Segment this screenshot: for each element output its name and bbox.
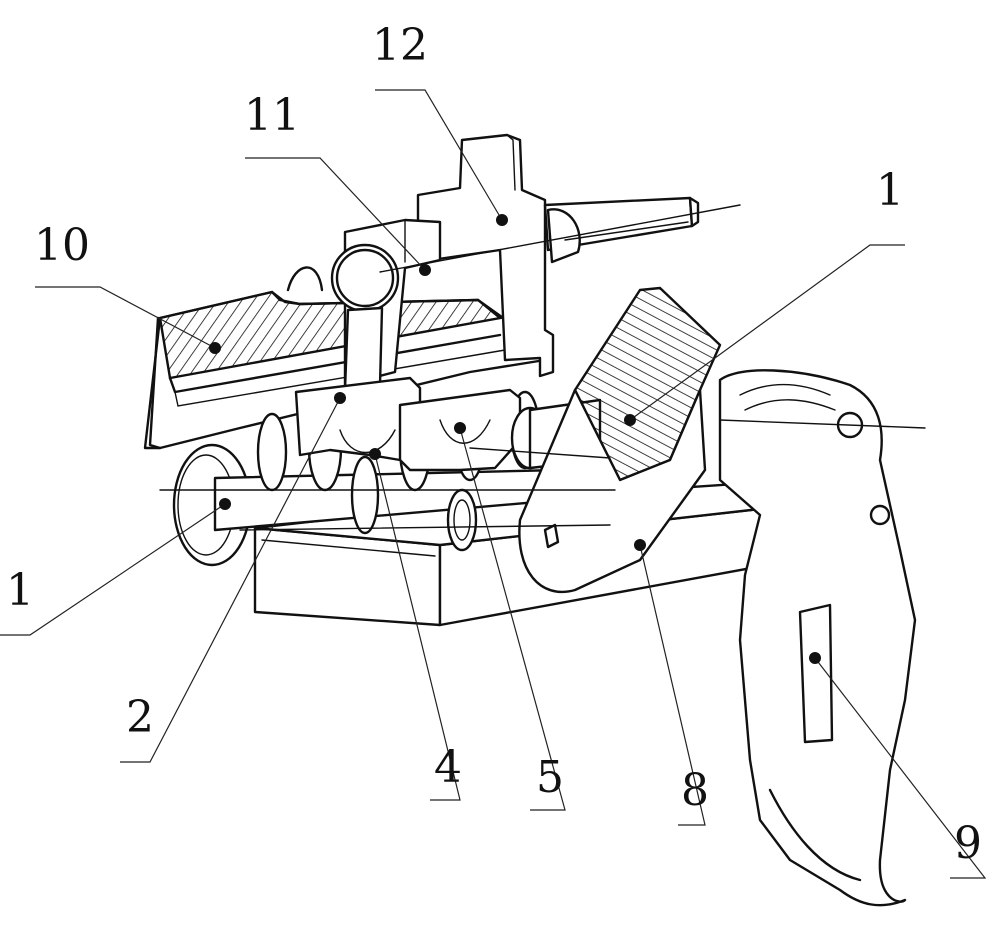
callout-9: 9 [954,818,982,869]
callout-2: 2 [126,692,154,743]
callout-1-right: 1 [876,165,904,216]
top-shaft [545,198,698,262]
callout-5: 5 [536,752,564,803]
callout-10: 10 [34,220,90,271]
callout-12: 12 [372,20,428,71]
callout-4: 4 [434,742,462,793]
callout-8: 8 [681,765,709,816]
callout-11: 11 [244,90,300,141]
callout-1-left: 1 [6,565,34,616]
part-9-trigger [720,370,915,905]
